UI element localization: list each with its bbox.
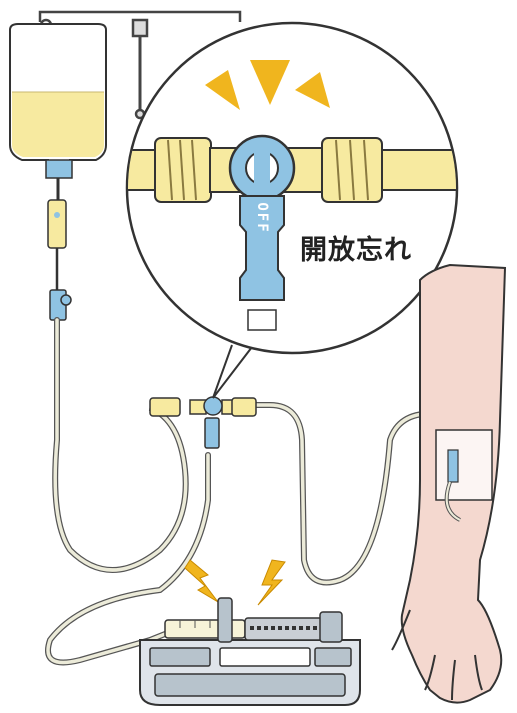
callout-magnified-view bbox=[120, 23, 470, 353]
roller-clamp bbox=[50, 290, 71, 320]
iv-bag bbox=[10, 24, 106, 178]
alert-bolts-pump bbox=[185, 560, 285, 605]
drip-chamber bbox=[48, 178, 66, 290]
syringe-pump bbox=[140, 598, 360, 705]
callout-label: 開放忘れ bbox=[300, 228, 412, 267]
iv-tubing bbox=[48, 320, 440, 663]
patient-arm bbox=[392, 265, 505, 703]
valve-off-text: OFF bbox=[254, 202, 270, 233]
